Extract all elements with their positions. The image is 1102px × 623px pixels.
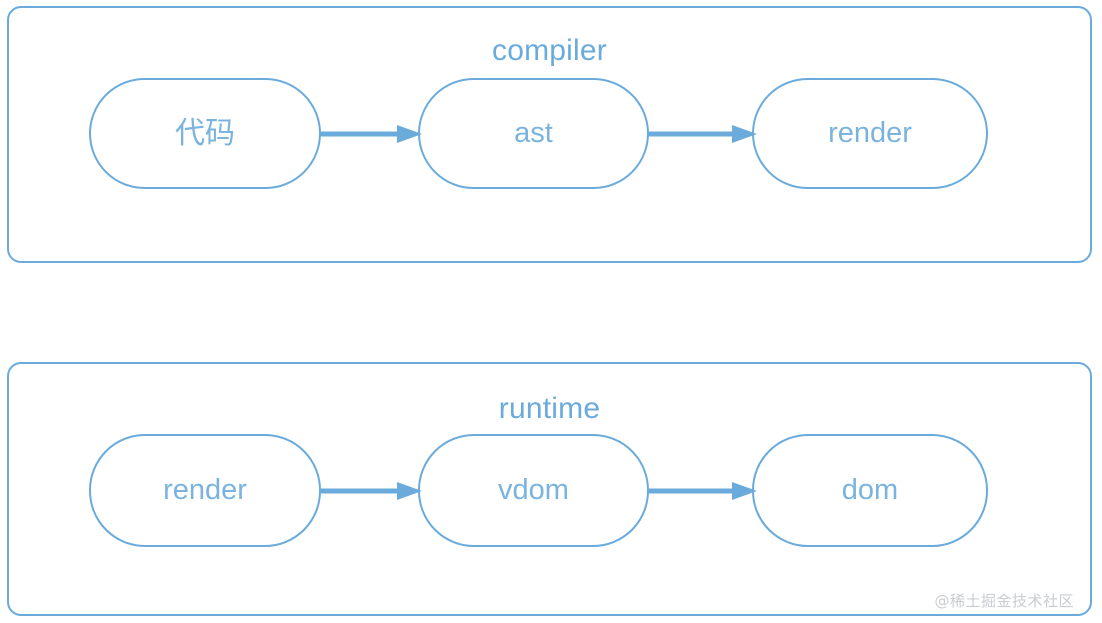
node-render-compiler: render <box>752 78 988 189</box>
watermark: @稀土掘金技术社区 <box>934 592 1074 610</box>
node-ast: ast <box>418 78 649 189</box>
node-label: ast <box>514 117 553 149</box>
node-vdom: vdom <box>418 434 649 547</box>
node-dom: dom <box>752 434 988 547</box>
node-label: render <box>828 117 912 149</box>
group-title-runtime: runtime <box>498 392 601 425</box>
node-render-runtime: render <box>89 434 321 547</box>
group-title-compiler: compiler <box>492 34 607 67</box>
node-label: render <box>163 474 247 506</box>
node-label: dom <box>841 474 899 506</box>
node-code: 代码 <box>89 78 321 189</box>
node-label: 代码 <box>175 115 235 151</box>
node-label: vdom <box>498 474 569 506</box>
